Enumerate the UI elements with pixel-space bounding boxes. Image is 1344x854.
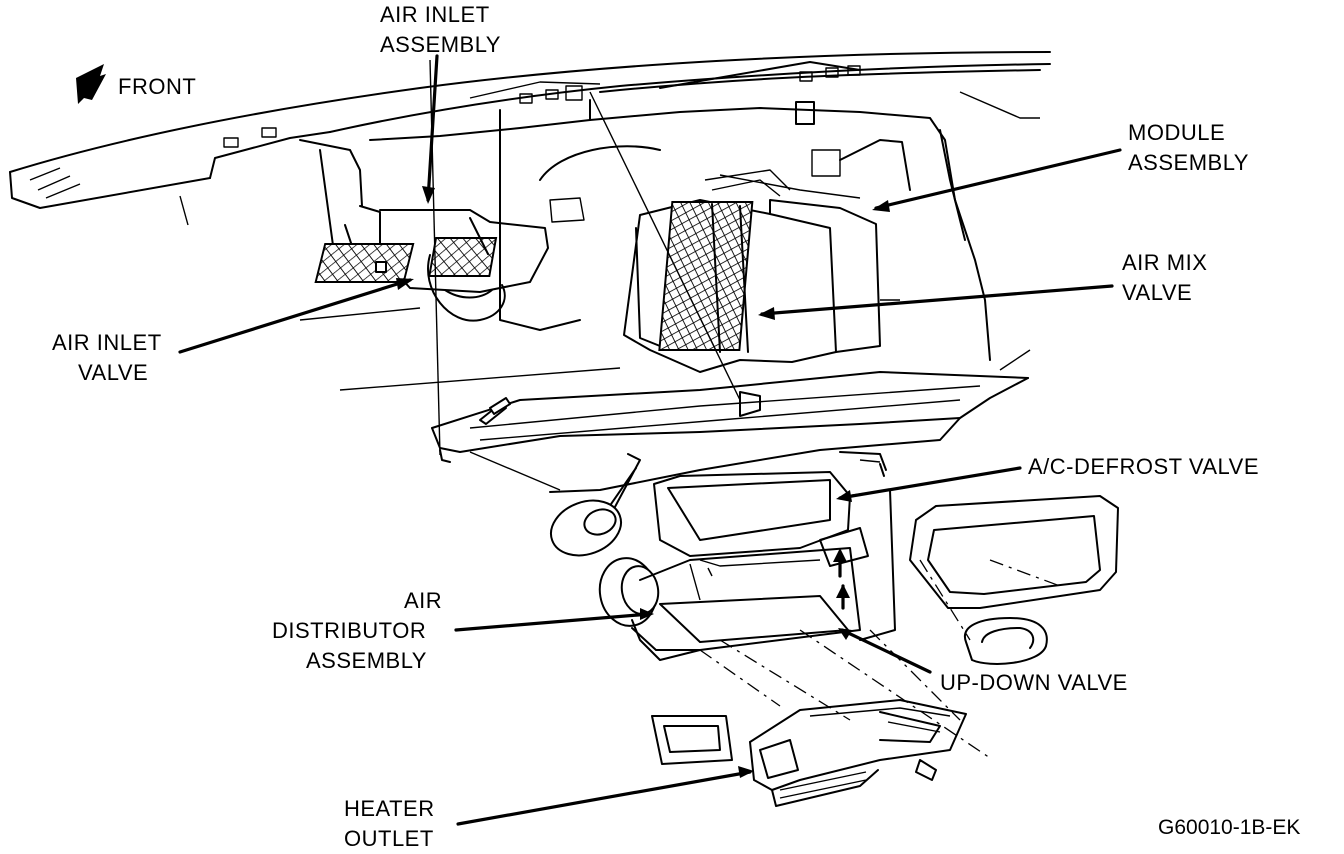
figure-code: G60010-1B-EK [1158, 816, 1300, 839]
label-heater-outlet-line2: OUTLET [344, 826, 434, 851]
heater-outlet-assembly [651, 699, 967, 807]
label-ac-defrost-valve: A/C-DEFROST VALVE [1028, 454, 1259, 479]
label-module-assembly-line2: ASSEMBLY [1128, 150, 1249, 175]
fasteners [489, 397, 937, 781]
air-mix-valve [623, 169, 881, 373]
module-assembly-housing [299, 99, 991, 361]
alignment-guides [299, 59, 1061, 759]
label-air-distributor-line1: AIR [404, 588, 442, 613]
label-air-inlet-valve-line1: AIR INLET [52, 330, 162, 355]
label-module-assembly-line1: MODULE [1128, 120, 1225, 145]
label-up-down-valve: UP-DOWN VALVE [940, 670, 1128, 695]
label-heater-outlet-line1: HEATER [344, 796, 435, 821]
label-air-inlet-valve-line2: VALVE [78, 360, 148, 385]
label-air-inlet-assembly-line1: AIR INLET [380, 2, 490, 27]
label-air-mix-valve-line1: AIR MIX [1122, 250, 1207, 275]
front-direction-arrow-icon [76, 64, 106, 104]
leader-lines [178, 54, 1122, 826]
air-distributor-assembly [598, 547, 861, 661]
label-air-distributor-line3: ASSEMBLY [306, 648, 427, 673]
side-defrost-duct [909, 495, 1119, 665]
label-air-inlet-assembly-line2: ASSEMBLY [380, 32, 501, 57]
label-air-distributor-line2: DISTRIBUTOR [272, 618, 426, 643]
lower-duct-plenum [431, 349, 1031, 493]
labels: FRONT AIR INLET ASSEMBLY MODULE ASSEMBLY… [52, 2, 1300, 851]
dashboard-panel [9, 51, 1051, 226]
ac-defrost-valve-assembly [550, 451, 896, 641]
label-air-mix-valve-line2: VALVE [1122, 280, 1192, 305]
air-inlet-assembly [314, 205, 549, 322]
label-front: FRONT [118, 74, 196, 99]
